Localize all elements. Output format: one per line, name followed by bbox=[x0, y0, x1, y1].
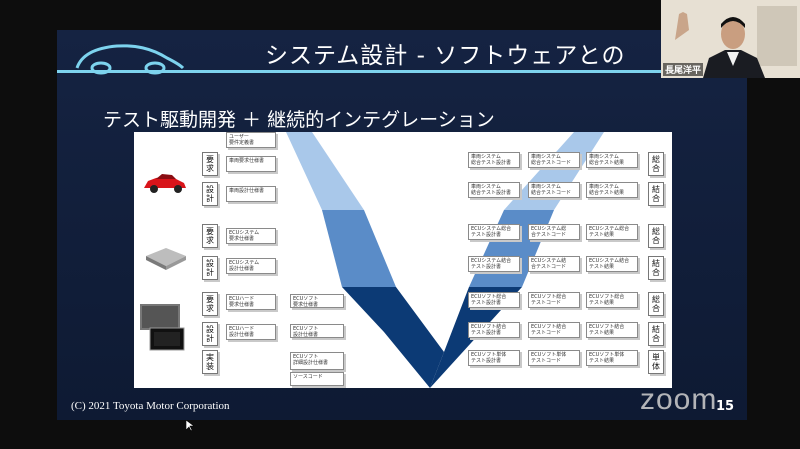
spec-document-box: ECUハード 設計仕様書 bbox=[226, 324, 276, 340]
mouse-cursor-icon bbox=[186, 420, 194, 432]
software-document-box: ECUソフト 要求仕様書 bbox=[290, 294, 344, 308]
v-model-diagram: 要 求設 計要 求設 計要 求設 計実 装 総 合結 合総 合結 合総 合結 合… bbox=[134, 132, 672, 388]
test-document-box: ECUソフト結合 テスト設計書 bbox=[468, 322, 520, 338]
presenter-figure bbox=[661, 0, 800, 78]
participant-video-thumbnail[interactable]: 長尾洋平 bbox=[661, 0, 800, 78]
v-band-ecu-left bbox=[322, 210, 396, 287]
v-band-vehicle-right bbox=[504, 132, 604, 210]
spec-document-box: 車両要求仕様書 bbox=[226, 156, 276, 172]
right-phase-tag: 総 合 bbox=[648, 224, 664, 248]
test-document-box: ECUソフト総合 テストコード bbox=[528, 292, 580, 308]
software-document-box: ECUソフト 詳細設計仕様書 bbox=[290, 352, 344, 370]
right-phase-tag: 総 合 bbox=[648, 152, 664, 176]
right-phase-tag: 結 合 bbox=[648, 182, 664, 206]
spec-document-box: ユーザー 要件定義書 bbox=[226, 132, 276, 148]
software-document-box: ソースコード bbox=[290, 372, 344, 386]
test-document-box: ECUシステム総 合テストコード bbox=[528, 224, 580, 240]
v-band-software-left bbox=[342, 287, 444, 388]
zoom-watermark: zoom bbox=[640, 383, 718, 416]
copyright-text: (C) 2021 Toyota Motor Corporation bbox=[71, 400, 230, 412]
test-document-box: ECUソフト結合 テスト結果 bbox=[586, 322, 638, 338]
test-document-box: ECUシステム総合 テスト設計書 bbox=[468, 224, 520, 240]
test-document-box: ECUソフト単体 テストコード bbox=[528, 350, 580, 366]
test-document-box: ECUソフト総合 テスト結果 bbox=[586, 292, 638, 308]
spec-document-box: ECUハード 要求仕様書 bbox=[226, 294, 276, 310]
spec-document-box: 車両設計仕様書 bbox=[226, 186, 276, 202]
test-document-box: ECUソフト結合 テストコード bbox=[528, 322, 580, 338]
left-phase-tag: 要 求 bbox=[202, 292, 218, 316]
left-phase-tag: 実 装 bbox=[202, 350, 218, 374]
ecu-unit-image bbox=[146, 248, 186, 270]
shared-slide: システム設計 - ソフトウェアとの テスト駆動開発 ＋ 継続的インテグレーション bbox=[57, 30, 747, 420]
vehicle-car-image bbox=[144, 174, 186, 193]
software-document-box: ECUソフト 設計仕様書 bbox=[290, 324, 344, 338]
spec-document-box: ECUシステム 要求仕様書 bbox=[226, 228, 276, 244]
test-document-box: 車両システム 結合テスト結果 bbox=[586, 182, 638, 198]
right-phase-tag: 単 体 bbox=[648, 350, 664, 374]
test-document-box: 車両システム 総合テスト設計書 bbox=[468, 152, 520, 168]
slide-subtitle: テスト駆動開発 ＋ 継続的インテグレーション bbox=[103, 109, 495, 131]
car-logo-icon bbox=[75, 44, 185, 75]
left-phase-tag: 設 計 bbox=[202, 256, 218, 280]
chip-board-image bbox=[140, 304, 185, 351]
test-document-box: 車両システム 総合テスト結果 bbox=[586, 152, 638, 168]
right-phase-tag: 総 合 bbox=[648, 292, 664, 316]
test-document-box: ECUシステム総合 テスト結果 bbox=[586, 224, 638, 240]
left-phase-tag: 設 計 bbox=[202, 322, 218, 346]
test-document-box: 車両システム 結合テストコード bbox=[528, 182, 580, 198]
participant-name: 長尾洋平 bbox=[663, 63, 704, 76]
left-phase-tag: 要 求 bbox=[202, 152, 218, 176]
page-number: 15 bbox=[716, 399, 735, 414]
test-document-box: 車両システム 総合テストコード bbox=[528, 152, 580, 168]
left-phase-tag: 要 求 bbox=[202, 224, 218, 248]
test-document-box: ECUソフト総合 テスト設計書 bbox=[468, 292, 520, 308]
test-document-box: ECUソフト単体 テスト設計書 bbox=[468, 350, 520, 366]
test-document-box: ECUソフト単体 テスト結果 bbox=[586, 350, 638, 366]
test-document-box: ECUシステム結合 テスト結果 bbox=[586, 256, 638, 272]
slide-title: システム設計 - ソフトウェアとの bbox=[265, 43, 626, 69]
right-phase-tag: 結 合 bbox=[648, 322, 664, 346]
left-phase-tag: 設 計 bbox=[202, 182, 218, 206]
title-underline bbox=[57, 70, 747, 73]
test-document-box: 車両システム 結合テスト設計書 bbox=[468, 182, 520, 198]
v-band-vehicle-left bbox=[286, 132, 364, 210]
right-phase-tag: 結 合 bbox=[648, 256, 664, 280]
test-document-box: ECUシステム結 合テストコード bbox=[528, 256, 580, 272]
v-band-ecu-right bbox=[469, 210, 554, 287]
test-document-box: ECUシステム結合 テスト設計書 bbox=[468, 256, 520, 272]
spec-document-box: ECUシステム 設計仕様書 bbox=[226, 258, 276, 274]
